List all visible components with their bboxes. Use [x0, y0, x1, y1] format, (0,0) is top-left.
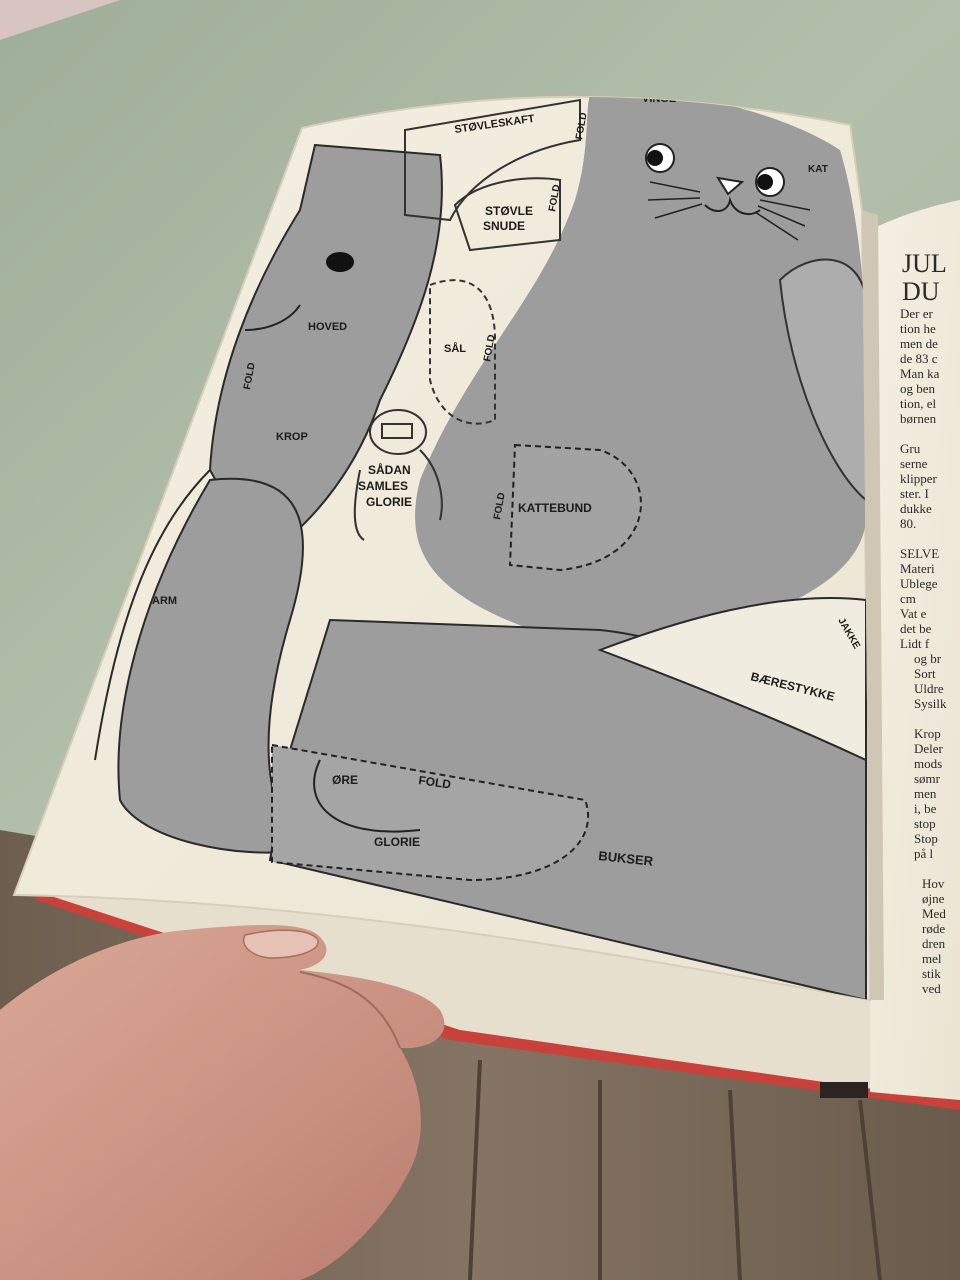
right-page-line: Der er	[900, 306, 934, 321]
label-sal: SÅL	[444, 342, 466, 355]
cat-nose	[715, 176, 745, 196]
right-page-line: øjne	[922, 891, 945, 906]
label-fold-sal: FOLD	[482, 334, 498, 363]
right-page-line: dren	[922, 936, 946, 951]
right-page-line: Ublege	[900, 576, 938, 591]
right-page-line: Sysilk	[914, 696, 947, 711]
hoved-mouth-line	[244, 304, 301, 331]
label-arm: ARM	[152, 595, 177, 607]
right-page-line: og ben	[900, 381, 936, 396]
right-page-line: det be	[900, 621, 932, 636]
ore-piece	[313, 759, 421, 833]
right-page-line: Stop	[914, 831, 938, 846]
right-page-line: ster. I	[900, 486, 929, 501]
kattebund-piece	[508, 443, 642, 572]
halo-assembly-diagram	[353, 409, 443, 541]
cloth-corner-pink	[0, 0, 120, 40]
cat-face	[645, 143, 811, 241]
right-page-line: Materi	[900, 561, 935, 576]
right-page-line: SELVE	[900, 546, 939, 561]
label-sadan: SÅDAN	[368, 462, 411, 477]
label-bukser: BUKSER	[598, 848, 655, 869]
page-curl-shadow	[862, 210, 884, 1000]
jakke-shape	[597, 597, 867, 762]
hand	[0, 925, 445, 1280]
label-fold-body: FOLD	[242, 362, 258, 391]
right-page-line: og br	[914, 651, 942, 666]
right-page-line: de 83 c	[900, 351, 938, 366]
label-snude: SNUDE	[483, 219, 525, 233]
right-page-line: stop	[914, 816, 936, 831]
right-page-line: stik	[922, 966, 941, 981]
right-page-line: mel	[922, 951, 942, 966]
right-page-line: Uldre	[914, 681, 944, 696]
right-page-line: 80.	[900, 516, 916, 531]
right-page-line: mods	[914, 756, 942, 771]
cat-mouth	[704, 196, 761, 216]
right-page-line: ved	[922, 981, 941, 996]
right-page-line: sømr	[914, 771, 941, 786]
right-page-line: Gru	[900, 441, 921, 456]
right-page-line: røde	[922, 921, 945, 936]
label-samles: SAMLES	[358, 479, 408, 493]
glorie-piece	[271, 743, 590, 882]
right-page-line: serne	[900, 456, 928, 471]
stovleskaft-piece	[404, 98, 581, 222]
label-kat: KAT	[808, 164, 828, 175]
right-page-line: Man ka	[900, 366, 940, 381]
pattern-artwork: VINGE KAT STØVLESKAFT FOLD FOLD STØVLE S…	[94, 93, 868, 1000]
label-fold-ore: FOLD	[418, 773, 453, 791]
hoved-eye	[326, 252, 354, 272]
right-heading-2: DU	[902, 277, 940, 306]
arm-outline	[94, 469, 211, 761]
thumbnail	[243, 929, 319, 959]
right-page-line: cm	[900, 591, 916, 606]
right-page-line: dukke	[900, 501, 932, 516]
right-page-line: Deler	[914, 741, 944, 756]
label-glorie-assembly: GLORIE	[366, 495, 412, 509]
label-vinge: VINGE	[642, 93, 676, 105]
right-heading-1: JUL	[902, 249, 947, 278]
label-fold-top: FOLD	[574, 112, 590, 141]
label-krop: KROP	[276, 431, 308, 443]
label-fold-boot: FOLD	[547, 184, 563, 213]
label-ore: ØRE	[332, 773, 358, 787]
cat-whiskers	[647, 181, 811, 241]
right-page-line: Krop	[914, 726, 941, 741]
right-page-line: på l	[914, 846, 934, 861]
label-hoved: HOVED	[308, 321, 347, 333]
right-page-line: Hov	[922, 876, 945, 891]
right-page-line: klipper	[900, 471, 937, 486]
label-stovle: STØVLE	[485, 204, 533, 218]
label-fold-bund: FOLD	[492, 492, 508, 521]
book-spine-label	[820, 1082, 868, 1098]
right-page-line: tion he	[900, 321, 936, 336]
right-page-line: Med	[922, 906, 946, 921]
right-page-line: i, be	[914, 801, 937, 816]
right-page	[870, 200, 960, 1100]
right-page-line: tion, el	[900, 396, 936, 411]
right-page-line: men	[914, 786, 937, 801]
right-page-line: Vat e	[900, 606, 927, 621]
right-page-line: børnen	[900, 411, 937, 426]
right-page-line: men de	[900, 336, 938, 351]
cat-wing-shape	[778, 258, 867, 503]
label-kattebund: KATTEBUND	[518, 501, 592, 515]
right-page-line: Lidt f	[900, 636, 930, 651]
right-page-line: Sort	[914, 666, 936, 681]
finger-crease	[299, 971, 401, 1049]
label-glorie: GLORIE	[374, 835, 420, 849]
stovlesnude-piece	[453, 177, 561, 252]
hoved-krop-shape	[208, 143, 443, 562]
sal-piece	[429, 279, 496, 425]
